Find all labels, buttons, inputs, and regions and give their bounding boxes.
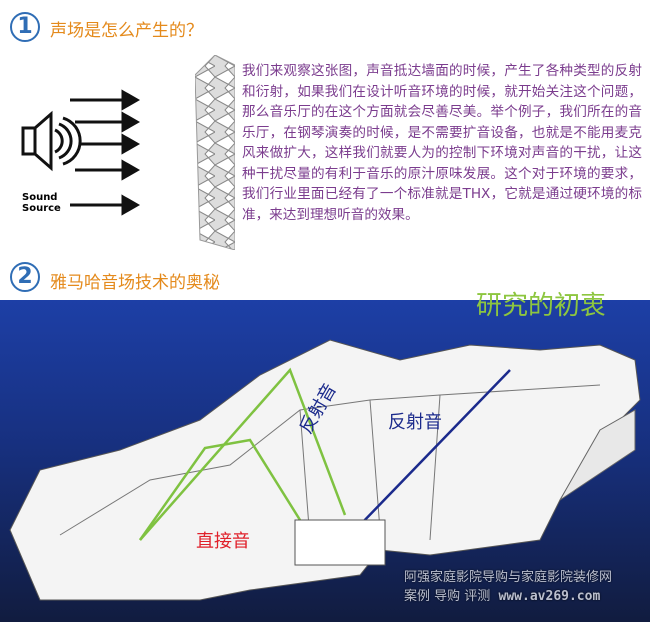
section-2-title: 雅马哈音场技术的奥秘 bbox=[50, 273, 220, 293]
sound-source-diagram bbox=[21, 89, 141, 216]
diffuser-wall-illustration bbox=[195, 55, 235, 250]
sound-wave-arrows bbox=[70, 89, 141, 216]
reflection-line-blue bbox=[359, 369, 511, 526]
section-1-title: 声场是怎么产生的？ bbox=[50, 21, 203, 41]
sound-source-label: Sound Source bbox=[22, 192, 61, 214]
reflection-line-green bbox=[139, 367, 347, 541]
direct-sound-label: 直接音 bbox=[196, 531, 250, 552]
concert-hall-illustration bbox=[0, 300, 650, 622]
concert-hall-drawing bbox=[9, 339, 641, 601]
watermark-line-2: 案例 导购 评测 www.av269.com bbox=[404, 589, 601, 604]
section-2-subtitle: 研究的初衷 bbox=[476, 291, 607, 321]
section-1-number: 1 bbox=[10, 12, 40, 42]
watermark-line-1: 阿强家庭影院导购与家庭影院装修网 bbox=[404, 570, 613, 585]
direct-sound-line bbox=[138, 438, 302, 541]
speaker-icon bbox=[21, 110, 82, 172]
section-1-paragraph: 我们来观察这张图，声音抵达墙面的时候，产生了各种类型的反射和衍射，如果我们在设计… bbox=[242, 63, 642, 223]
reflection-label-2: 反射音 bbox=[388, 412, 442, 433]
section-2-number: 2 bbox=[10, 262, 40, 292]
